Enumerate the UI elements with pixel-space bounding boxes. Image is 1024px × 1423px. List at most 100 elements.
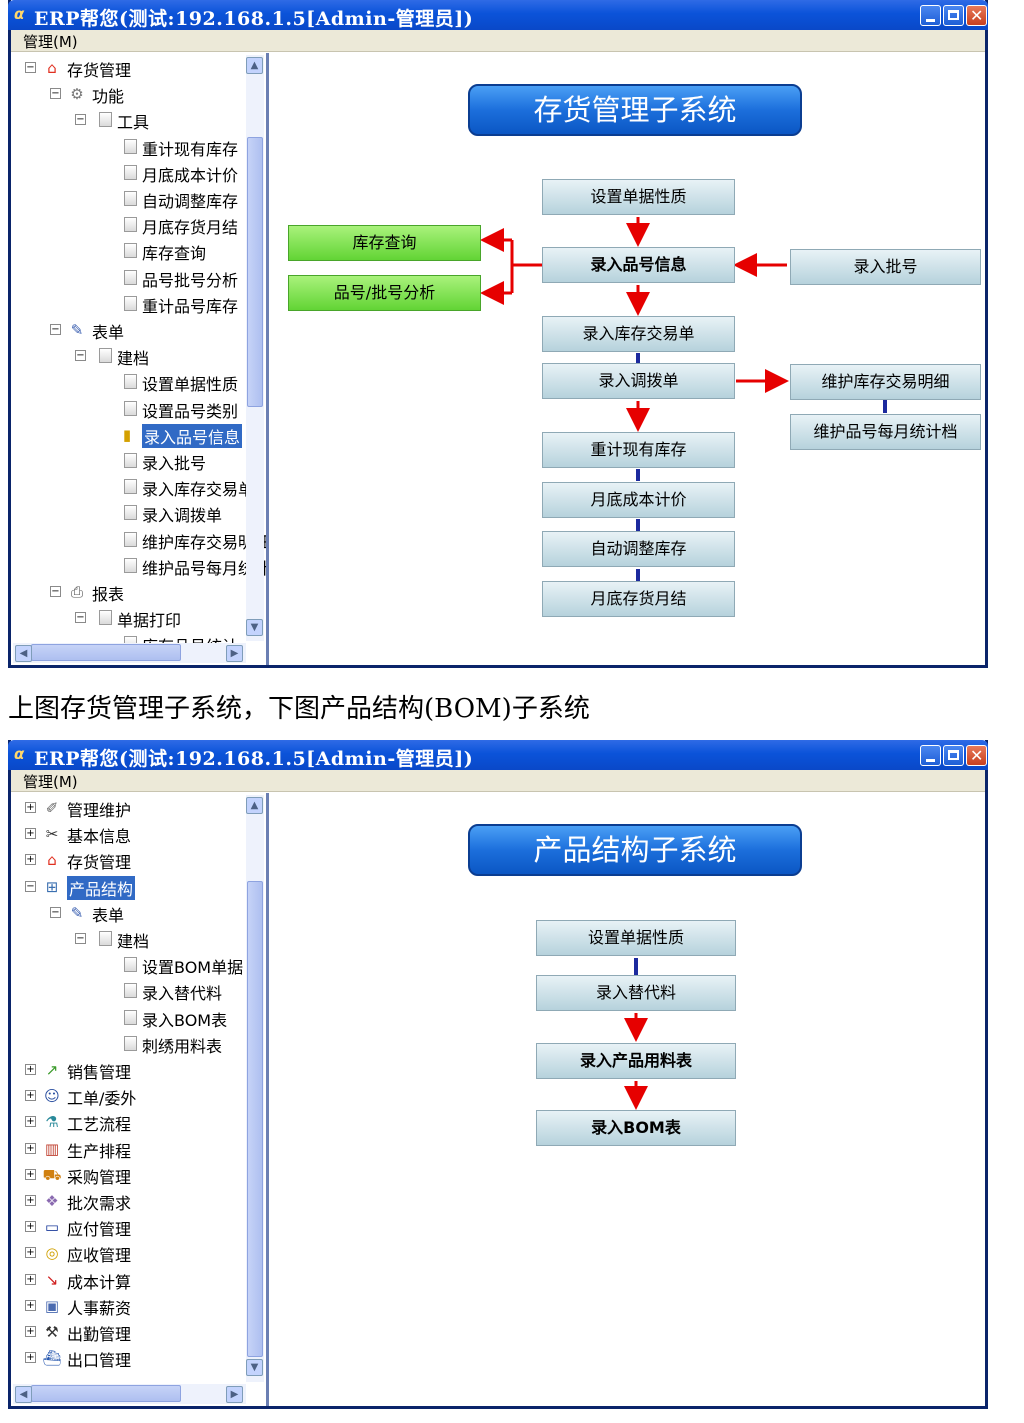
printer-icon: ⎙ [70,583,83,601]
enter-product-usage-box[interactable]: 录入产品用料表 [536,1043,736,1079]
enter-bom-box[interactable]: 录入BOM表 [536,1110,736,1146]
enter-item-info-box[interactable]: 录入品号信息 [542,247,735,283]
tree-node-label: 产品结构 [67,875,136,900]
maximize-button[interactable] [943,745,964,766]
h-scroll-thumb[interactable] [31,644,181,661]
scroll-up-button[interactable]: ▲ [246,57,263,74]
document-icon [124,269,137,285]
vertical-scrollbar[interactable] [246,55,264,641]
maximize-button[interactable] [943,5,964,26]
set-doc-property-box[interactable]: 设置单据性质 [536,920,736,956]
maintain-monthly-stat-box[interactable]: 维护品号每月统计档 [790,414,981,450]
expand-icon[interactable]: + [25,1326,36,1337]
cart-icon: ⛟ [42,1165,62,1184]
scroll-down-button[interactable]: ▼ [246,619,263,636]
scroll-right-button[interactable]: ▶ [226,645,243,662]
auto-adjust-box[interactable]: 自动调整库存 [542,531,735,567]
tree-node-label: 销售管理 [67,1063,132,1082]
set-doc-property-box[interactable]: 设置单据性质 [542,179,735,215]
tree-node-label: 存货管理 [67,853,132,873]
coins-icon: ◎ [45,1244,59,1263]
expand-icon[interactable]: + [25,802,36,813]
document-icon [124,453,137,468]
id-card-icon: ▣ [44,1296,60,1315]
collapse-icon[interactable]: − [50,88,61,100]
minimize-button[interactable] [920,5,941,26]
tree-node-label: 出勤管理 [67,1325,132,1344]
expand-icon[interactable]: + [25,1142,36,1154]
subsystem-header: 存货管理子系统 [468,84,802,136]
tree-node-label: 基本信息 [67,827,132,847]
tree-structure-icon: ⊞ [45,877,59,896]
expand-icon[interactable]: + [25,1064,36,1075]
collapse-icon[interactable]: − [75,933,86,944]
enter-substitute-box[interactable]: 录入替代料 [536,975,736,1011]
expand-icon[interactable]: + [25,1247,36,1259]
vertical-scrollbar[interactable] [246,795,264,1382]
expand-icon[interactable]: + [25,1195,36,1206]
close-button[interactable]: ✕ [966,745,987,766]
recalc-stock-box[interactable]: 重计现有库存 [542,432,735,468]
tree-node-label: 重计品号库存 [142,296,239,316]
expand-icon[interactable]: + [25,1352,36,1364]
window-title: ERP帮您(测试:192.168.1.5[Admin-管理员]) [34,748,474,770]
document-icon [124,295,137,311]
tree-node-label: 表单 [92,905,125,925]
tree-node-label: 应付管理 [67,1220,132,1240]
scroll-up-button[interactable]: ▲ [246,797,263,814]
expand-icon[interactable]: + [25,828,36,840]
menu-manage[interactable]: 管理(M) [23,33,78,51]
expand-icon[interactable]: + [25,1273,36,1285]
expand-icon[interactable]: + [25,854,36,866]
close-button[interactable]: ✕ [966,5,987,26]
tree-node-label: 录入库存交易单 [142,480,255,500]
scroll-right-button[interactable]: ▶ [226,1386,243,1403]
collapse-icon[interactable]: − [50,906,61,918]
collapse-icon[interactable]: − [25,880,36,892]
h-scroll-thumb[interactable] [31,1385,181,1402]
enter-inventory-txn-box[interactable]: 录入库存交易单 [542,316,735,352]
minimize-button[interactable] [920,745,941,766]
collapse-icon[interactable]: − [75,350,86,362]
menu-manage[interactable]: 管理(M) [23,773,78,791]
tree-node-label: 出口管理 [67,1351,132,1371]
visa-card-icon: ▭ [44,1218,60,1237]
tree-node-label: 维护品号每月统计 [142,558,269,578]
lot-analysis-box[interactable]: 品号/批号分析 [288,275,481,311]
maintain-txn-detail-box[interactable]: 维护库存交易明细 [790,364,981,400]
document-icon [124,374,137,390]
month-cost-box[interactable]: 月底成本计价 [542,482,735,518]
collapse-icon[interactable]: − [75,612,86,624]
expand-icon[interactable]: + [25,1090,36,1102]
scroll-down-button[interactable]: ▼ [246,1359,263,1376]
scroll-left-button[interactable]: ◀ [15,1386,32,1403]
horizontal-scrollbar[interactable] [13,1384,246,1404]
navigation-tree: −⌂存货管理−⚙功能−工具重计现有库存月底成本计价自动调整库存月底存货月结库存查… [11,53,269,665]
erp-window-bom: α ERP帮您(测试:192.168.1.5[Admin-管理员]) ✕ 管理(… [8,740,988,1409]
tree-node-label: 存货管理 [67,61,132,80]
scroll-thumb[interactable] [247,137,263,407]
collapse-icon[interactable]: − [50,586,61,597]
expand-icon[interactable]: + [25,1168,36,1180]
collapse-icon[interactable]: − [50,324,61,335]
month-close-box[interactable]: 月底存货月结 [542,581,735,617]
tools-icon: ✂ [45,825,59,844]
enter-transfer-box[interactable]: 录入调拨单 [542,363,735,399]
horizontal-scrollbar[interactable] [13,643,246,663]
app-logo-icon: α [14,745,25,763]
document-icon [124,400,137,416]
collapse-icon[interactable]: − [75,114,86,126]
expand-icon[interactable]: + [25,1299,36,1311]
scroll-left-button[interactable]: ◀ [15,645,32,662]
collapse-icon[interactable]: − [25,62,36,73]
document-icon [124,1009,137,1025]
menu-bar: 管理(M) [11,30,985,52]
scroll-thumb[interactable] [247,881,263,1357]
enter-lot-box[interactable]: 录入批号 [790,249,981,285]
expand-icon[interactable]: + [25,1116,36,1128]
inventory-query-box[interactable]: 库存查询 [288,225,481,261]
open-book-icon: ▮ [122,425,132,444]
home-icon: ⌂ [47,59,57,77]
expand-icon[interactable]: + [25,1221,36,1233]
tree-node-label: 录入调拨单 [142,506,223,526]
